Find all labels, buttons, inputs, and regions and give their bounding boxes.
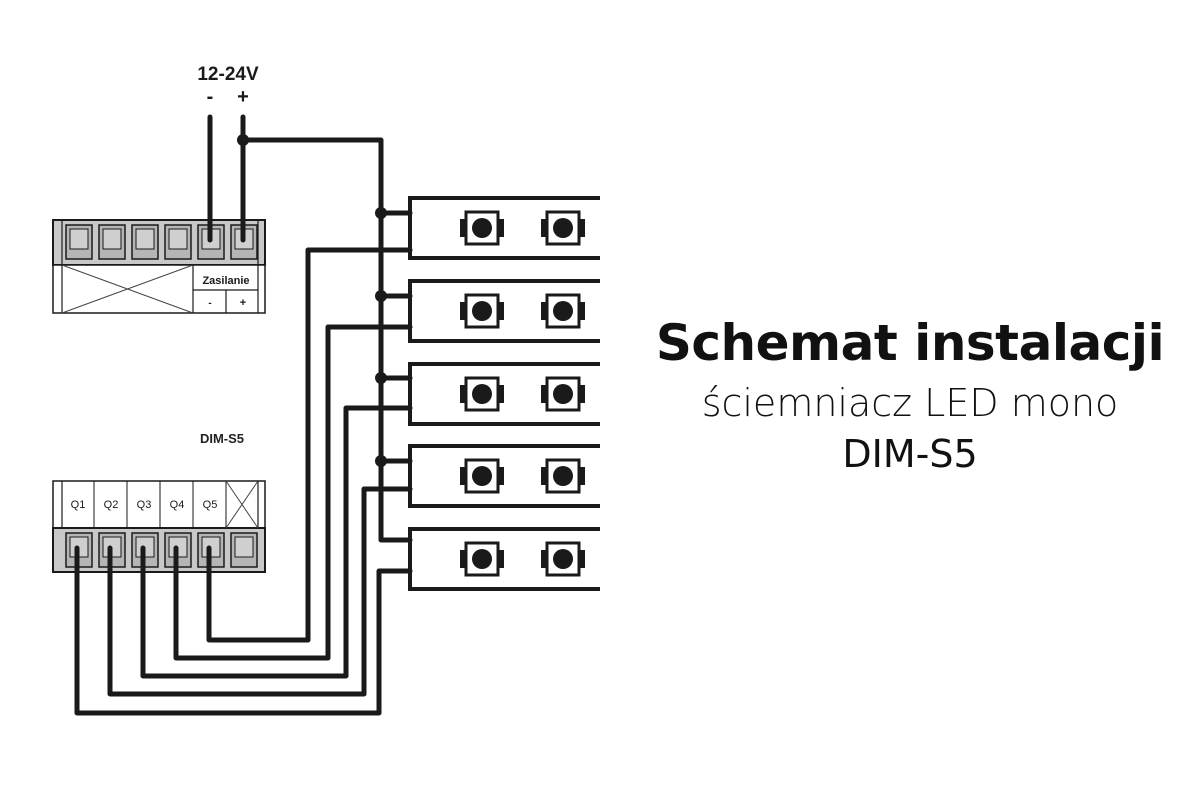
led-strip-2 — [408, 279, 600, 343]
output-label-q3: Q3 — [137, 499, 152, 511]
wire-plus-bus — [240, 137, 413, 543]
terminal-slot — [131, 224, 159, 260]
led-strips — [408, 196, 600, 591]
wire-q3-strip-3 — [140, 405, 413, 679]
terminal-slot — [98, 224, 126, 260]
device-label: DIM-S5 — [200, 431, 244, 446]
led-strip-1 — [408, 196, 600, 260]
led-chip — [460, 458, 504, 494]
junctions — [237, 134, 387, 467]
page-subtitle: ściemniacz LED mono — [701, 381, 1119, 425]
supply-voltage-label: 12-24V — [197, 64, 259, 85]
output-label-q5: Q5 — [203, 499, 218, 511]
led-chip — [460, 210, 504, 246]
led-strip-5 — [408, 527, 600, 591]
junction-dot — [375, 455, 387, 467]
led-chip — [460, 541, 504, 577]
terminal-slot — [65, 224, 93, 260]
page-title: Schemat instalacji — [655, 314, 1165, 372]
output-label-q2: Q2 — [104, 499, 119, 511]
wiring-diagram: 12-24V - + Zasilanie - + DIM-S5 Q1 Q2 Q3 — [52, 64, 600, 716]
wire-q1-strip-5 — [74, 545, 413, 716]
junction-dot — [375, 372, 387, 384]
heading-block: Schemat instalacji ściemniacz LED mono D… — [640, 312, 1180, 480]
junction-dot — [375, 207, 387, 219]
wire-q2-strip-4 — [107, 486, 413, 697]
power-terminal-block — [52, 219, 266, 314]
led-chip — [541, 210, 585, 246]
led-chip — [541, 376, 585, 412]
power-minus-terminal-label: - — [208, 298, 211, 309]
supply-plus-label: + — [237, 86, 249, 108]
led-chip — [460, 376, 504, 412]
model-name: DIM-S5 — [842, 432, 978, 476]
output-label-q4: Q4 — [170, 499, 185, 511]
power-section-label: Zasilanie — [202, 275, 249, 287]
led-chip — [541, 541, 585, 577]
led-strip-4 — [408, 444, 600, 508]
junction-dot — [375, 290, 387, 302]
wire-q4-strip-2 — [173, 324, 413, 661]
power-plus-terminal-label: + — [240, 297, 246, 309]
led-chip — [460, 293, 504, 329]
terminal-slot — [230, 532, 258, 568]
output-label-q1: Q1 — [71, 499, 86, 511]
terminal-slot — [164, 224, 192, 260]
led-chip — [541, 293, 585, 329]
wire-q5-strip-1 — [206, 247, 413, 643]
output-terminal-block — [52, 480, 266, 573]
supply-minus-label: - — [207, 86, 214, 108]
led-strip-3 — [408, 362, 600, 426]
wires — [74, 114, 413, 716]
junction-dot — [237, 134, 249, 146]
led-chip — [541, 458, 585, 494]
